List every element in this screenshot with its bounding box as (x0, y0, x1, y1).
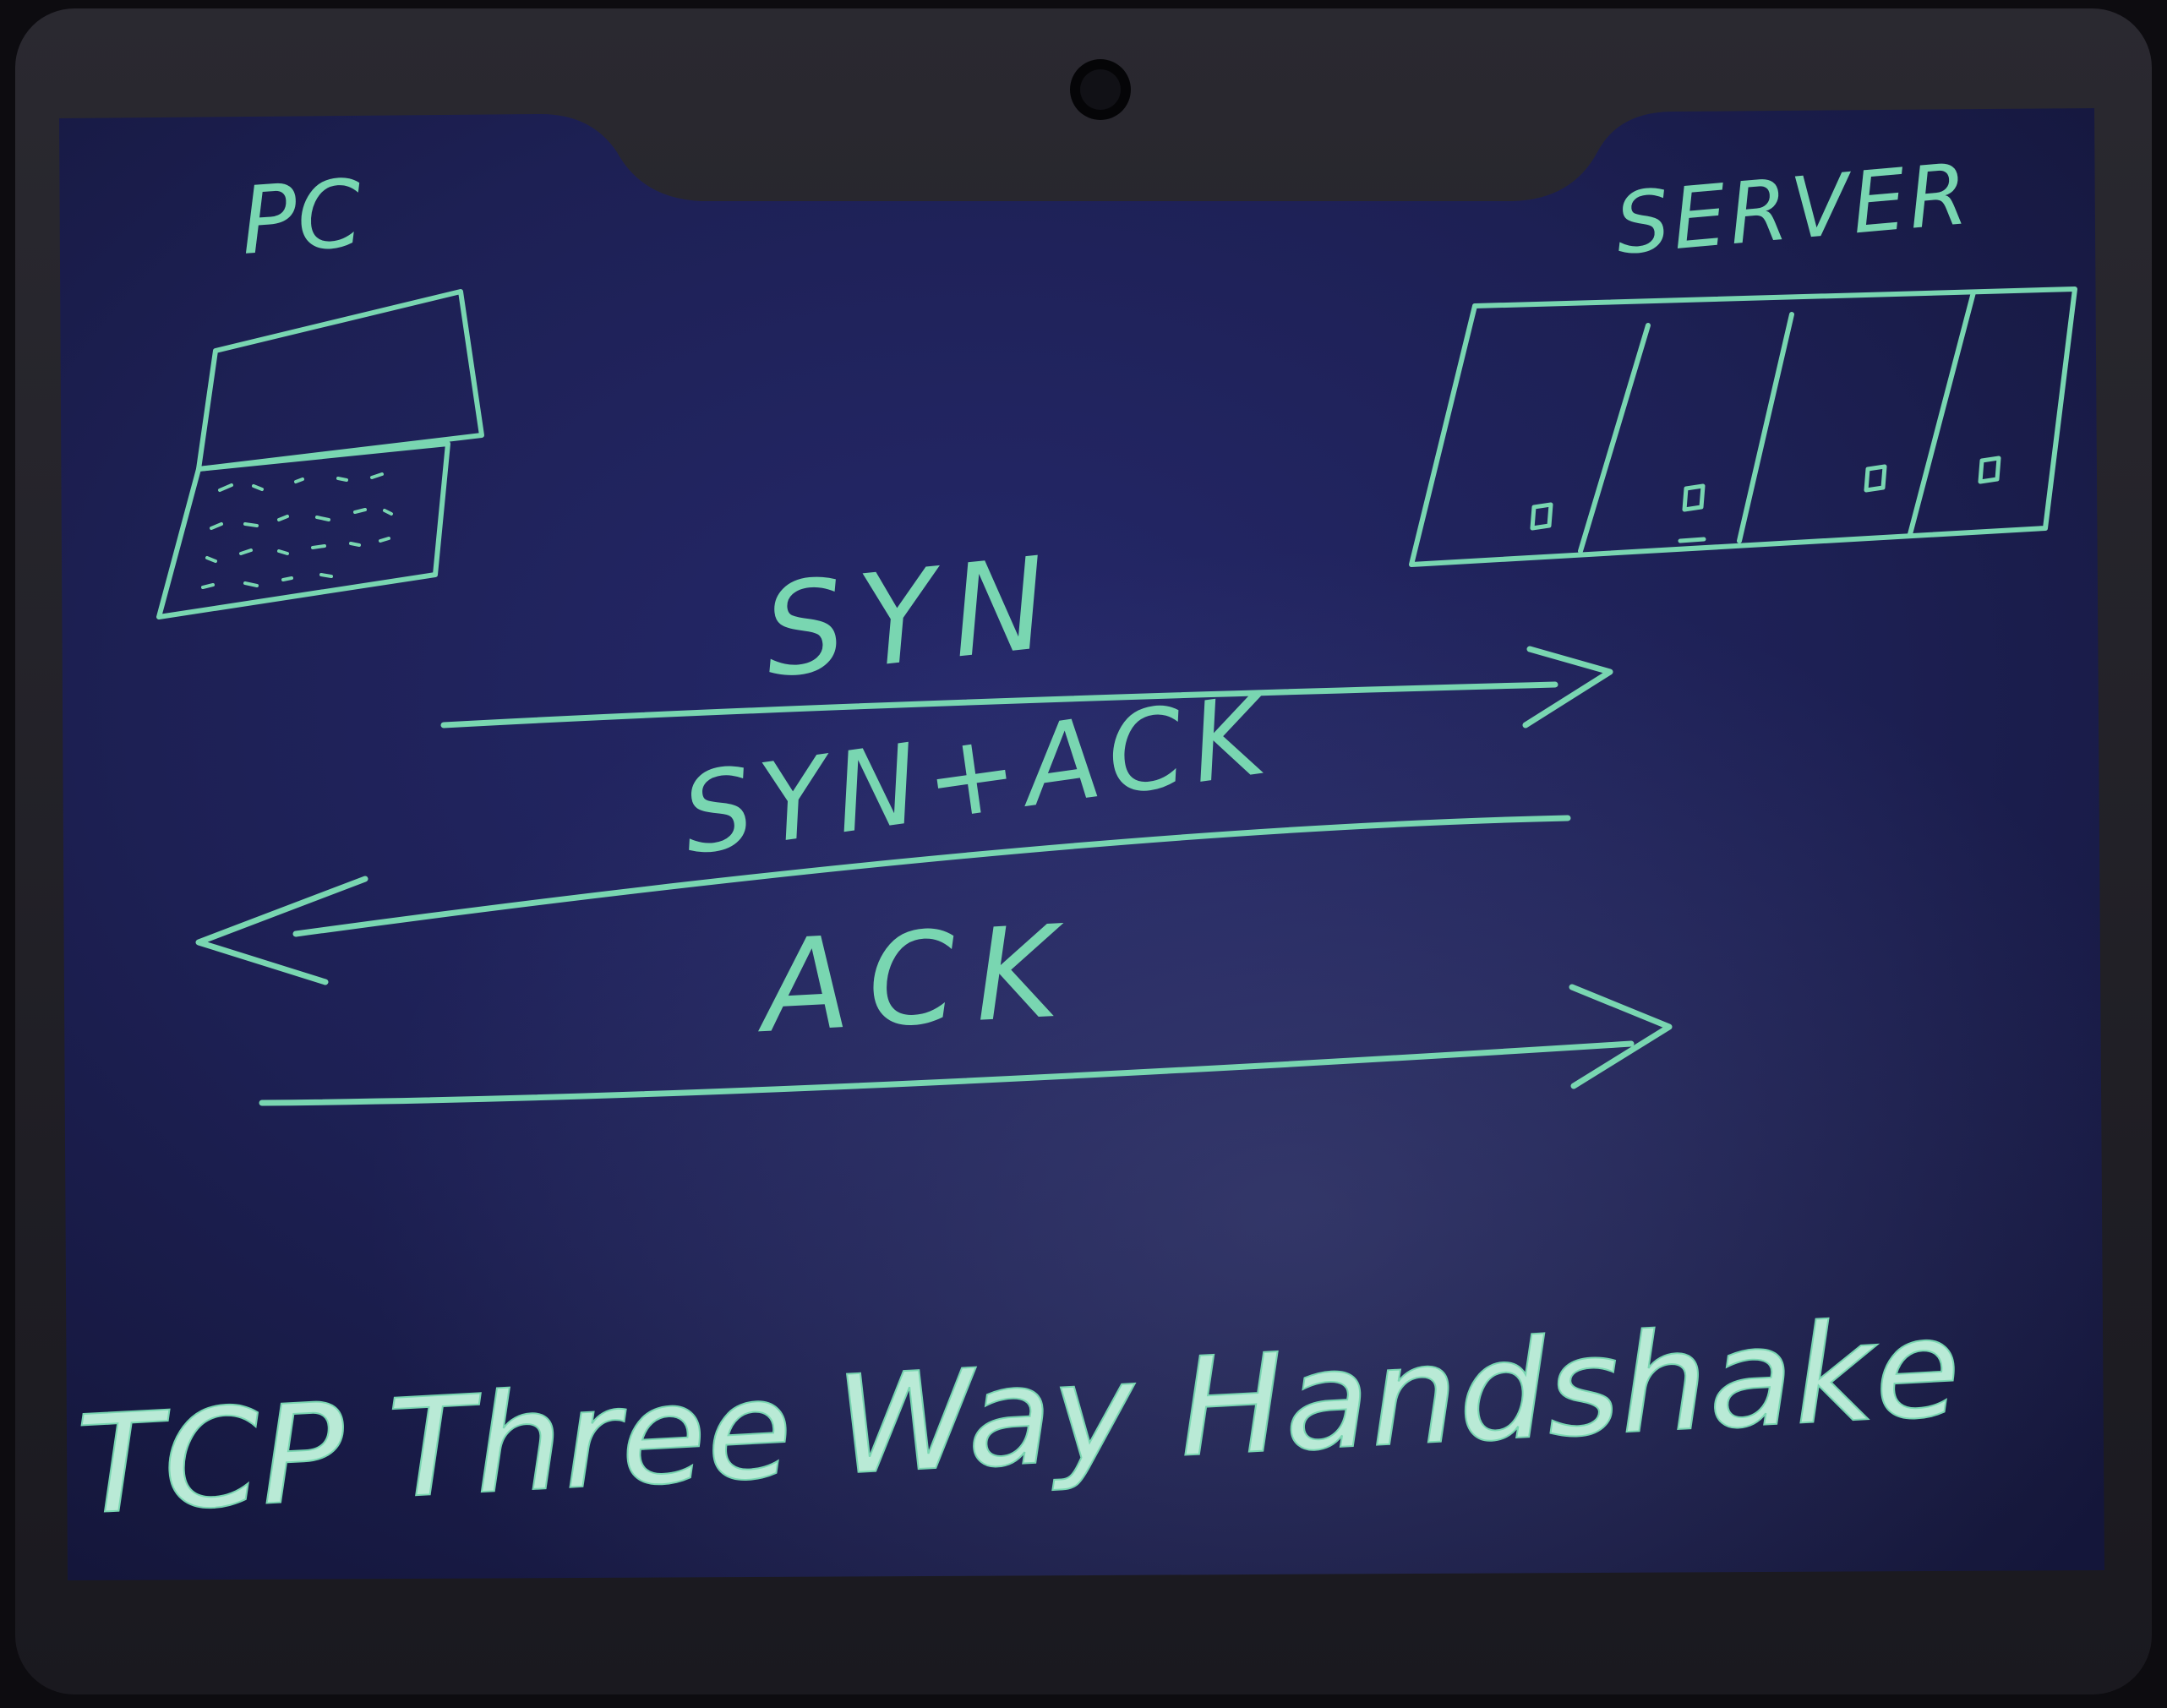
pc-label: PC (237, 159, 366, 276)
syn-label: SYN (757, 529, 1069, 707)
server-icon (1409, 286, 2077, 567)
message-arrows (195, 646, 1673, 1106)
syn-arrow (440, 681, 1558, 728)
syn-ack-arrow (292, 815, 1571, 937)
ack-label: ACK (752, 898, 1080, 1062)
ack-arrowhead (1569, 984, 1673, 1089)
laptop-icon (156, 289, 484, 619)
ack-arrow (259, 1040, 1635, 1106)
syn-arrowhead (1522, 646, 1613, 728)
syn-ack-arrowhead (195, 876, 368, 985)
